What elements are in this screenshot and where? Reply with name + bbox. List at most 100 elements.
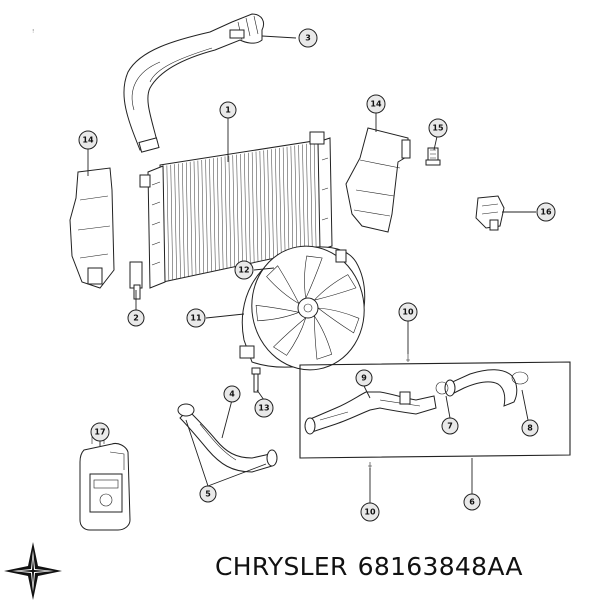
svg-text:14: 14 [370,100,382,109]
radiator-fin [302,144,305,252]
fan-blade [313,314,333,360]
radiator-fin [267,149,270,260]
svg-text:14: 14 [82,136,94,145]
radiator-fin [186,162,189,277]
lower-hose [177,403,278,473]
callout-7: 7 [441,417,459,435]
callout-17: 17 [90,422,110,442]
radiator-fin [174,164,177,280]
callout-14-left: 14 [78,130,98,150]
radiator-fin [306,143,309,251]
callout-15: 15 [428,118,448,138]
hose-assembly-group [299,361,571,459]
svg-text:10: 10 [402,308,414,317]
fan-shroud [239,245,366,371]
radiator-fin [313,142,317,249]
callout-12: 12 [234,260,254,280]
radiator-fin [197,160,201,275]
callout-6: 6 [463,493,481,511]
callout-8: 8 [521,419,539,437]
radiator-fin [255,151,259,262]
fan-blade [266,265,300,305]
fan-blade [273,316,307,356]
chrysler-star-logo-icon [4,542,62,600]
callout-2: 2 [127,309,145,327]
radiator-fin [205,159,208,273]
callout-4: 4 [223,385,241,403]
radiator-fin [298,144,301,253]
radiator-fin [209,158,212,272]
radiator-fin [263,150,266,260]
radiator-fin [294,145,297,254]
radiator-fin [232,155,235,267]
svg-text:15: 15 [432,124,444,133]
bolt [251,367,261,393]
upper-radiator-hose [123,13,265,153]
fan-blade [304,255,323,300]
callout-1: 1 [219,101,237,119]
svg-text:3: 3 [305,34,311,43]
radiator-fin [236,154,239,266]
left-air-deflector [69,167,115,289]
callout-5: 5 [199,485,217,503]
svg-text:1: 1 [225,106,231,115]
callouts: 1 2 3 4 5 6 7 8 9 10 10 11 12 13 14 14 1… [78,28,556,522]
radiator-fin [170,164,173,281]
radiator-fin [279,147,282,257]
svg-text:7: 7 [447,422,453,431]
radiator-fin [259,150,263,261]
radiator-fin [189,161,193,277]
fan-blade [255,304,301,322]
radiator-fin [217,157,220,271]
svg-text:6: 6 [469,498,475,507]
radiator-fin [224,156,228,269]
radiator-fin [178,163,181,279]
svg-text:10: 10 [364,508,376,517]
radiator [129,131,333,300]
coolant-jug [79,435,131,531]
callout-10-b: 10 [360,502,380,522]
radiator-fin [228,155,232,268]
radiator-fin [201,159,204,274]
temperature-sensor [475,195,505,231]
svg-text:13: 13 [258,404,269,413]
callout-13: 13 [254,398,274,418]
radiator-fin [290,146,294,254]
callout-9: 9 [355,369,373,387]
corner-mark: ꜝ [32,28,35,37]
callout-16: 16 [536,202,556,222]
svg-text:16: 16 [540,208,552,217]
fan-blade [313,274,357,301]
callout-10-a: 10 [398,302,418,322]
radiator-fin [240,153,243,266]
svg-text:17: 17 [94,428,105,437]
right-air-deflector [345,127,411,233]
radiator-fin [271,149,274,259]
svg-text:5: 5 [205,490,211,499]
svg-text:8: 8 [527,424,533,433]
svg-text:11: 11 [190,314,202,323]
radiator-fin [193,161,197,276]
svg-text:12: 12 [238,266,249,275]
callout-3: 3 [298,28,318,48]
radiator-fin [275,148,278,258]
radiator-fin [251,152,255,263]
radiator-fin [244,153,247,265]
radiator-fin [286,146,290,255]
svg-text:4: 4 [229,390,235,399]
radiator-fin [310,143,313,250]
radiator-fin [220,156,224,270]
callout-11: 11 [186,308,206,328]
radiator-fin [182,162,185,278]
svg-text:9: 9 [361,374,367,383]
radiator-fin [166,165,170,282]
fan-blade [317,307,360,334]
radiator-fin [248,152,251,264]
push-clip [425,147,441,166]
radiator-fin [213,158,216,271]
radiator-fin [282,147,286,256]
part-number: 68163848AA [357,552,523,581]
svg-text:2: 2 [133,314,139,323]
